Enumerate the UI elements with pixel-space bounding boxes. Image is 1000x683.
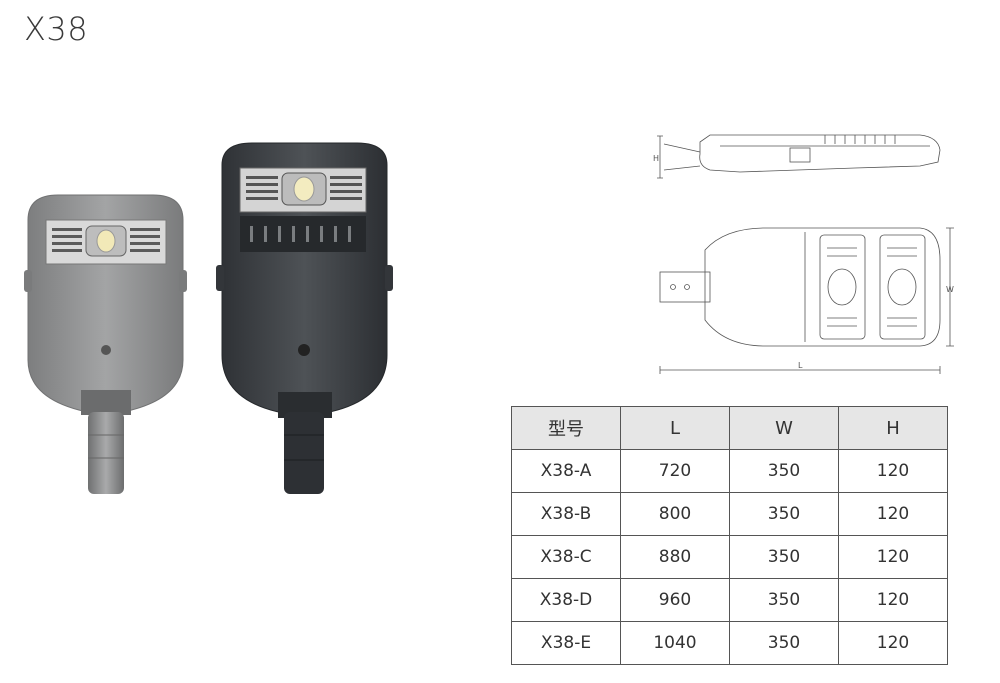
gray-street-light-image [24,194,187,494]
cell-length: 880 [620,535,730,579]
header-width: W [729,406,839,450]
cell-width: 350 [729,578,839,622]
model-title: X38 [24,10,89,48]
cell-model: X38-C [511,535,621,579]
table-row: X38-A 720 350 120 [511,449,948,493]
dark-street-light-image [216,142,393,494]
cell-model: X38-B [511,492,621,536]
top-view-drawing: W L [659,227,954,374]
cell-model: X38-E [511,621,621,665]
spec-table: 型号 L W H X38-A 720 350 120 X38-B 800 350… [511,406,948,665]
header-height: H [838,406,948,450]
table-row: X38-E 1040 350 120 [511,621,948,665]
header-model: 型号 [511,406,621,450]
cell-height: 120 [838,449,948,493]
cell-length: 800 [620,492,730,536]
cell-length: 960 [620,578,730,622]
cell-length: 1040 [620,621,730,665]
table-row: X38-B 800 350 120 [511,492,948,536]
header-length: L [620,406,730,450]
cell-height: 120 [838,535,948,579]
cell-height: 120 [838,578,948,622]
table-row: X38-D 960 350 120 [511,578,948,622]
cell-height: 120 [838,621,948,665]
table-header-row: 型号 L W H [511,406,948,450]
cell-width: 350 [729,621,839,665]
cell-length: 720 [620,449,730,493]
table-row: X38-C 880 350 120 [511,535,948,579]
side-view-h-label: H [653,154,659,163]
cell-width: 350 [729,492,839,536]
cell-width: 350 [729,535,839,579]
cell-model: X38-D [511,578,621,622]
top-view-l-label: L [798,361,803,370]
cell-height: 120 [838,492,948,536]
top-view-w-label: W [946,285,954,294]
side-view-drawing: H [653,134,941,179]
cell-model: X38-A [511,449,621,493]
cell-width: 350 [729,449,839,493]
